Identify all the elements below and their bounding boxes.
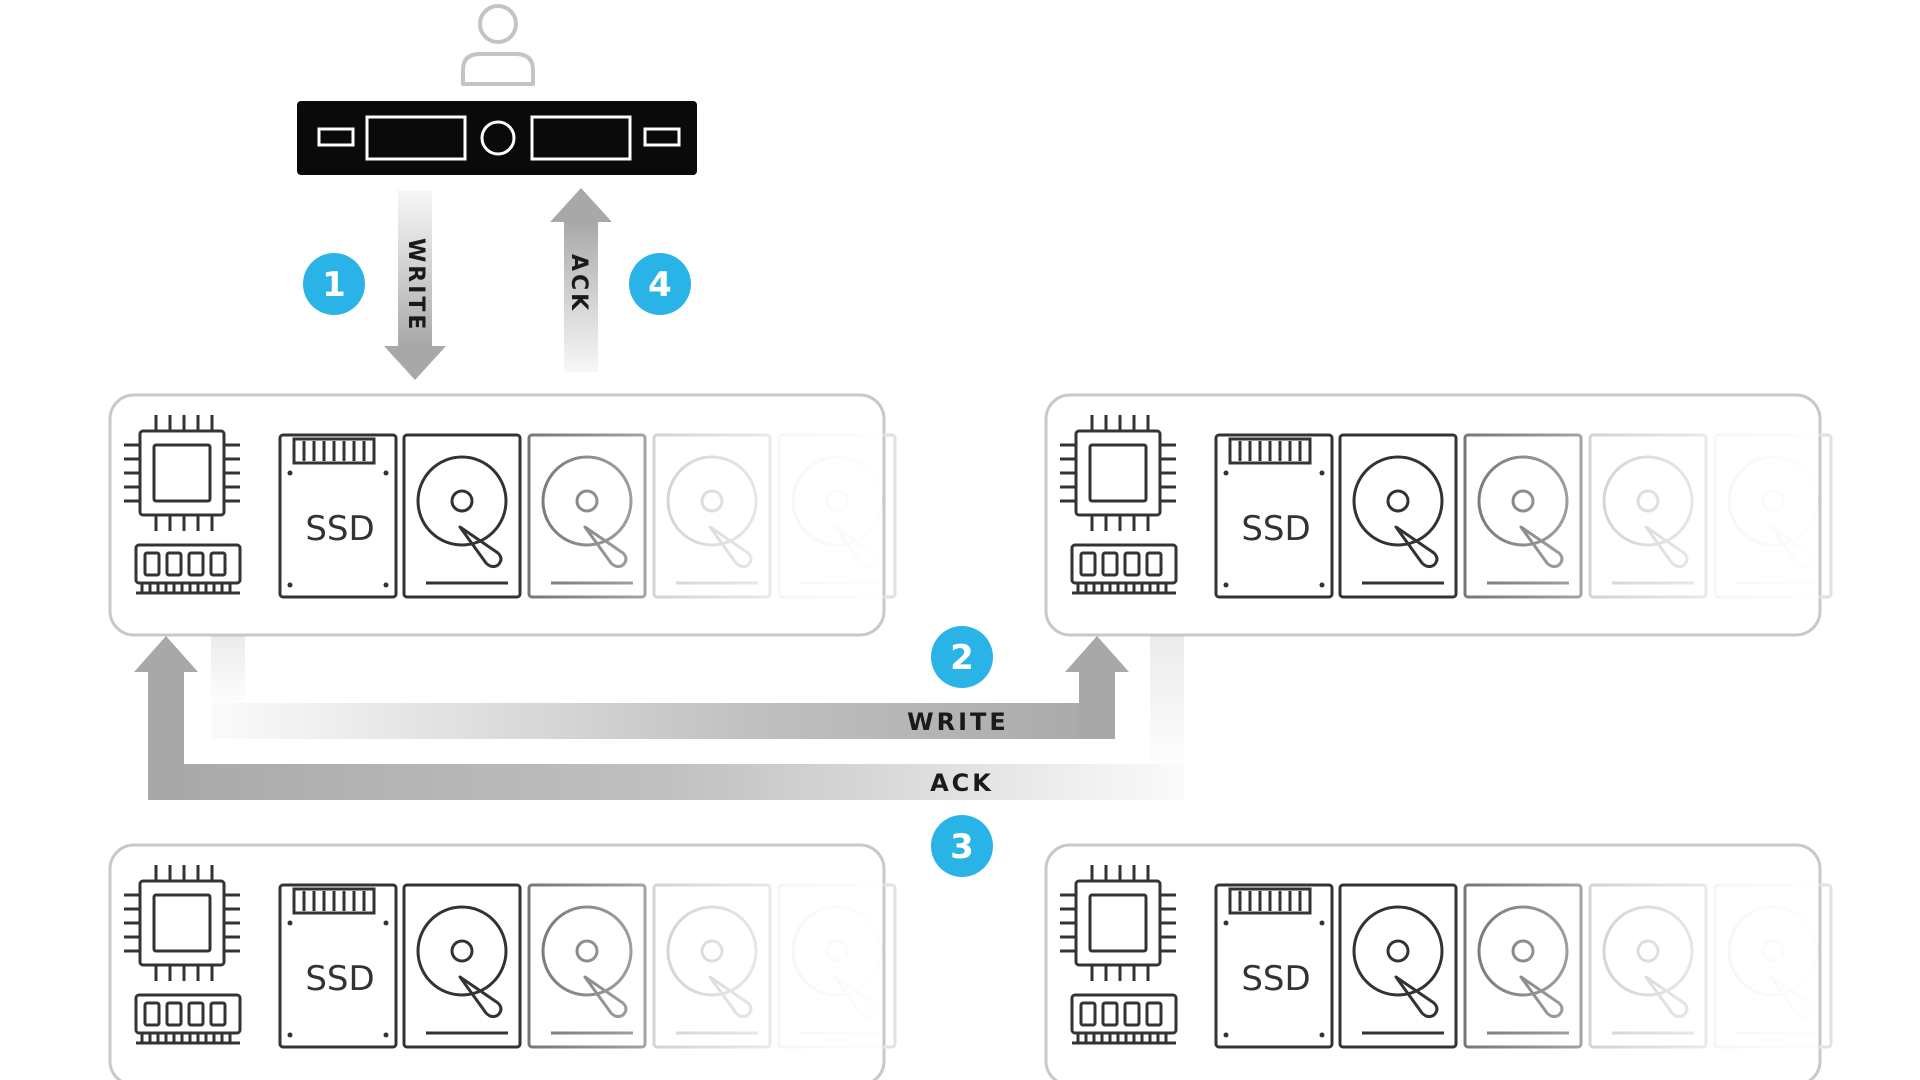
ssd-label: SSD <box>305 959 374 999</box>
storage-node-bottom-right: SSD <box>1044 843 1833 1080</box>
step-badge-3: 3 <box>931 815 993 877</box>
client-write-label: WRITE <box>403 238 428 332</box>
user-icon <box>461 4 535 86</box>
drive-bay-icon <box>317 127 355 147</box>
drive-bay-icon <box>530 115 632 161</box>
drive-bay-icon <box>643 127 681 147</box>
ssd-label: SSD <box>305 509 374 549</box>
step-badge-2: 2 <box>931 626 993 688</box>
replica-ack-arrow: ACK <box>134 636 1184 800</box>
ssd-label: SSD <box>1241 959 1310 999</box>
client-server[interactable] <box>297 101 697 175</box>
ssd-label: SSD <box>1241 509 1310 549</box>
svg-text:3: 3 <box>950 827 974 867</box>
storage-node-top-left: SSD <box>108 393 897 637</box>
client-write-arrow: WRITE <box>384 190 446 380</box>
replica-write-label: WRITE <box>907 708 1009 736</box>
step-badge-4: 4 <box>629 253 691 315</box>
svg-text:1: 1 <box>322 265 346 305</box>
svg-text:2: 2 <box>950 638 974 678</box>
replica-ack-label: ACK <box>930 769 994 797</box>
drive-bay-icon <box>365 115 467 161</box>
power-button-icon <box>480 120 516 156</box>
storage-node-bottom-left: SSD <box>108 843 897 1080</box>
client-ack-arrow: ACK <box>550 188 612 372</box>
svg-text:4: 4 <box>648 265 672 305</box>
replica-write-arrow: WRITE <box>211 636 1129 739</box>
step-badge-1: 1 <box>303 253 365 315</box>
client-ack-label: ACK <box>566 254 591 313</box>
storage-node-top-right: SSD <box>1044 393 1833 637</box>
